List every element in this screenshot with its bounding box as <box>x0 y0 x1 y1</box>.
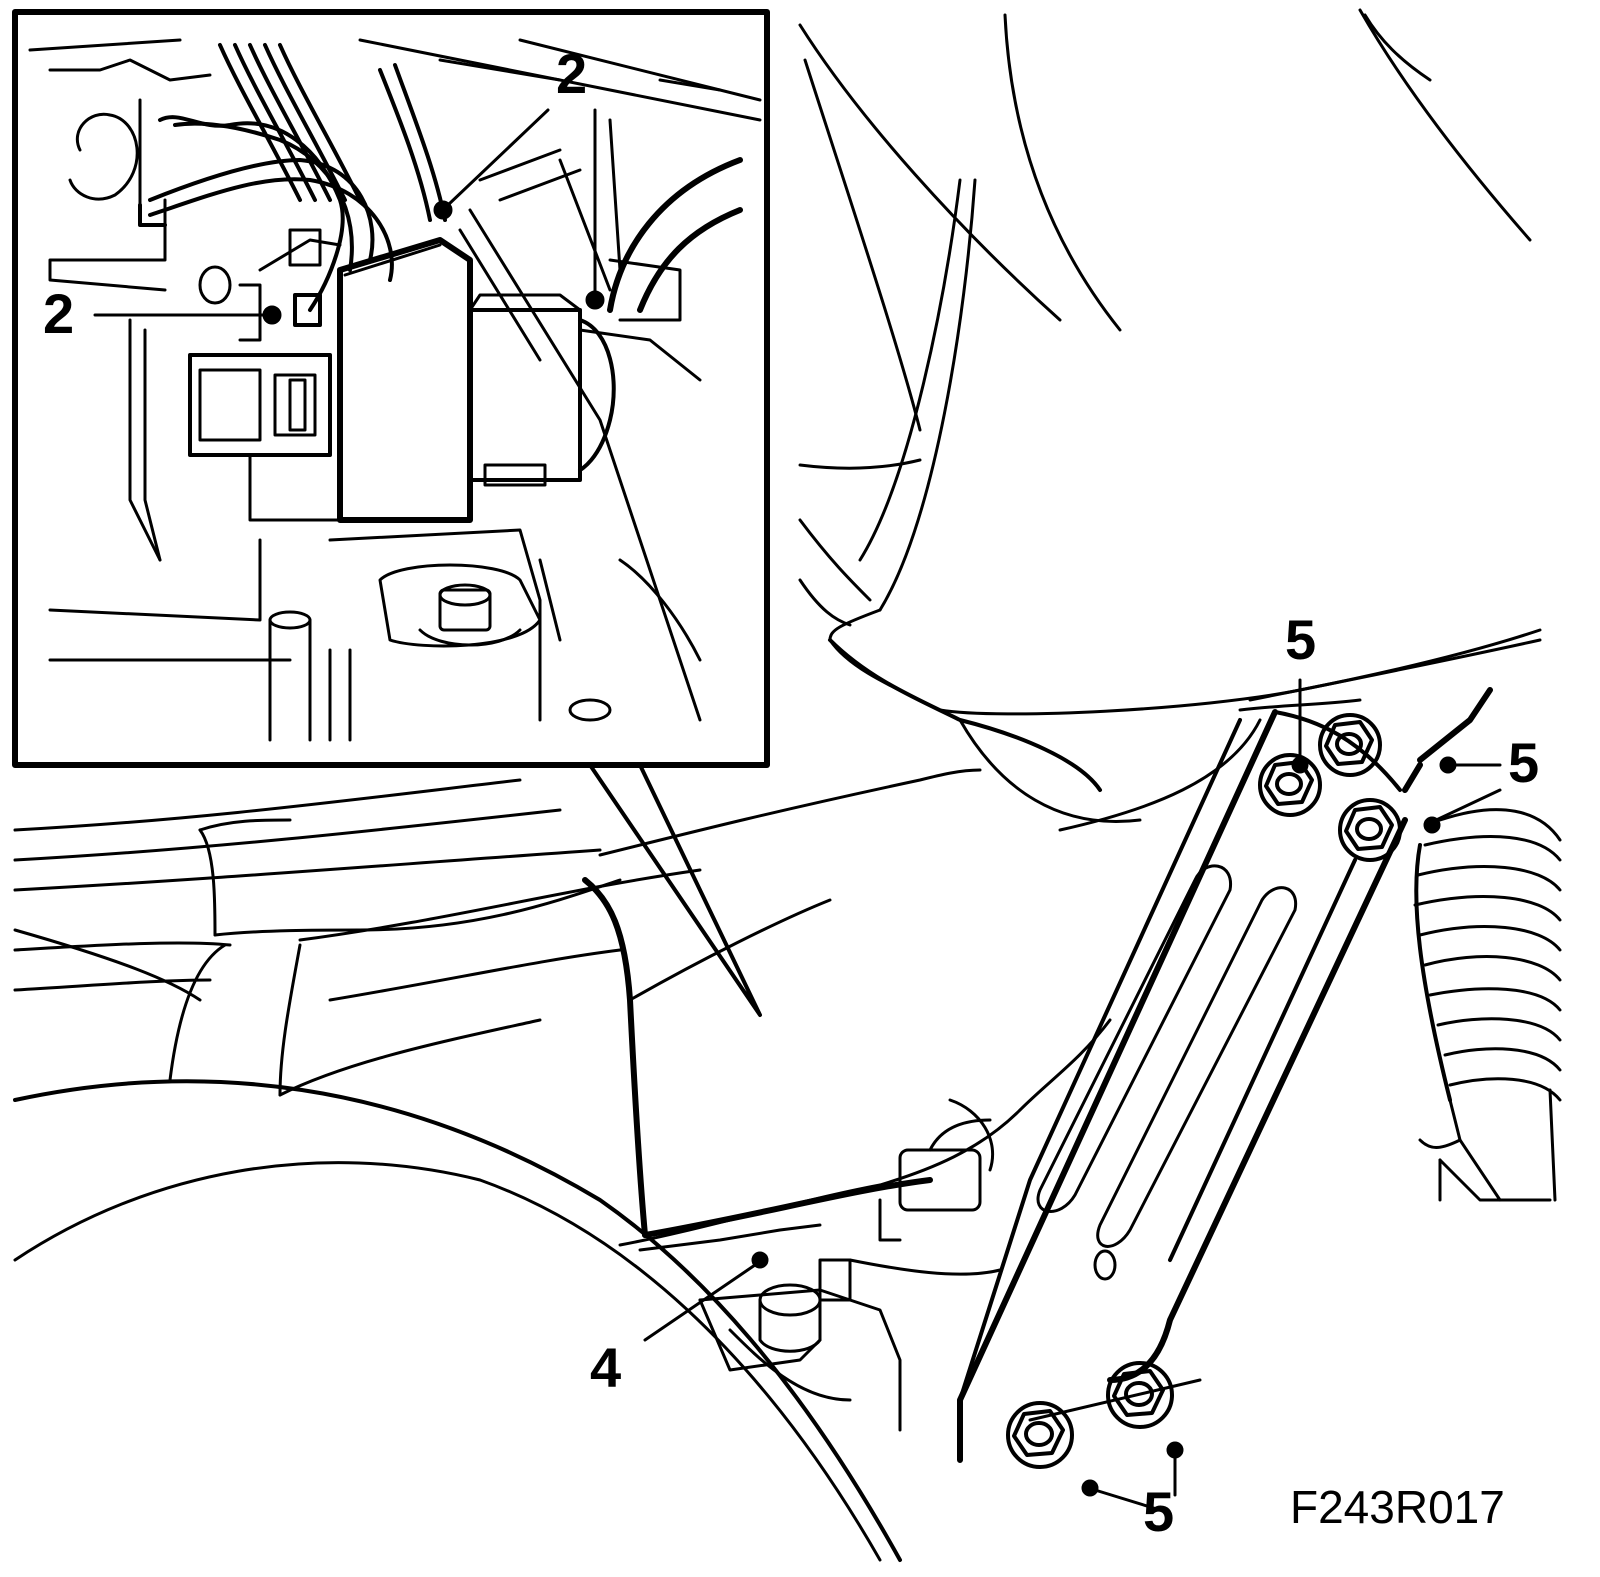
inset-view <box>12 9 770 768</box>
callout-4: 4 <box>590 1336 622 1399</box>
callout-5-top: 5 <box>1285 608 1317 671</box>
callout-5-right: 5 <box>1508 731 1540 794</box>
inset-leaders <box>93 108 605 325</box>
main-leaders <box>643 678 1502 1512</box>
callout-2-top: 2 <box>556 42 588 105</box>
callout-5-bottom: 5 <box>1143 1480 1175 1543</box>
strut-bracket <box>957 709 1408 1463</box>
main-view <box>13 8 1562 1562</box>
bolts <box>1006 713 1402 1469</box>
callout-2-left: 2 <box>43 282 75 345</box>
bellows <box>1402 687 1562 1202</box>
figure-code: F243R017 <box>1290 1481 1505 1533</box>
